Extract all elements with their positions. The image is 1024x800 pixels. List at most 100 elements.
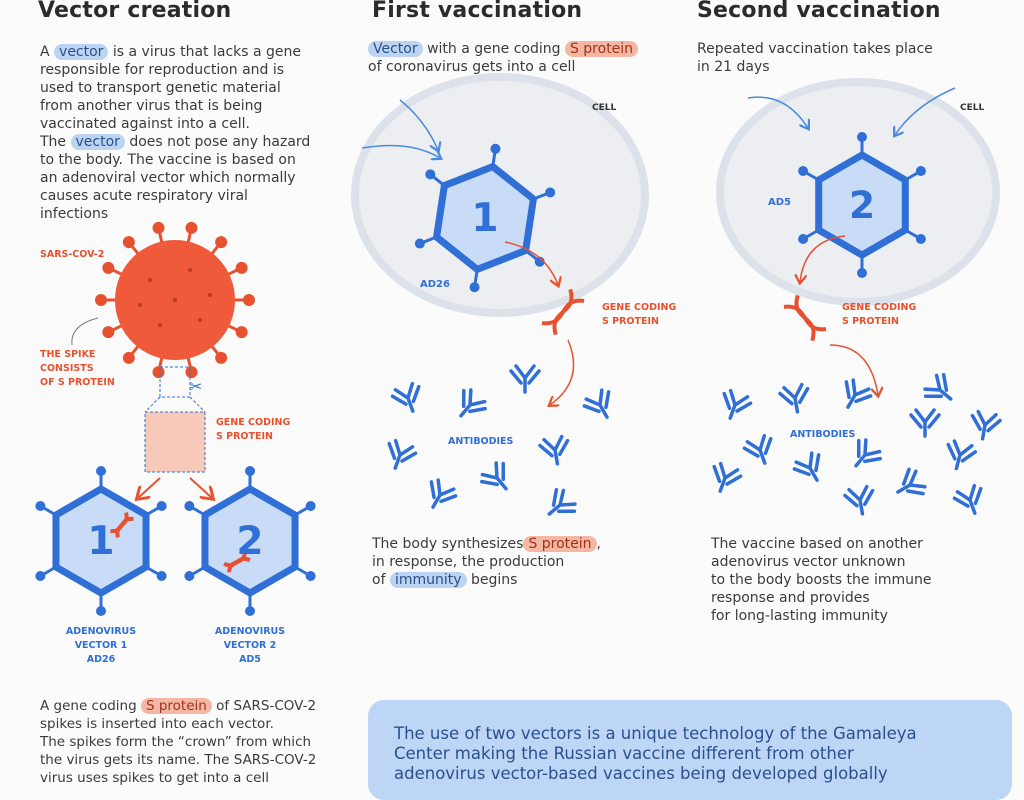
text: The: [40, 134, 67, 150]
spike-tip: [184, 501, 195, 511]
text: A gene coding: [40, 698, 137, 714]
text: The spikes form the “crown” from which: [40, 734, 312, 750]
dna-strand: [223, 556, 251, 568]
highlight-vector: vector: [70, 134, 125, 150]
vector-intro-text: A vector is a virus that lacks a gene re…: [40, 43, 310, 223]
pointer-line: [71, 317, 99, 346]
dna-strand: [110, 517, 134, 533]
dot: [173, 298, 177, 302]
antibody-icon: [459, 388, 487, 418]
antibody-icon: [792, 451, 821, 482]
text: The vaccine based on another: [711, 536, 923, 552]
antibody-icon: [844, 378, 873, 409]
spike-tip: [215, 236, 228, 249]
arrow: [138, 477, 161, 498]
scissors-icon: ✂: [189, 377, 202, 396]
spike-tip: [243, 294, 255, 306]
antibody-icon: [778, 382, 810, 414]
spike-tip: [469, 282, 480, 293]
vector2-label: VECTOR 2: [224, 640, 277, 651]
adenovirus-vector-icon: [414, 143, 556, 293]
text: causes acute respiratory viral: [40, 188, 248, 204]
dna-icon: [110, 511, 134, 539]
highlight-s-protein: S protein: [523, 536, 597, 552]
arrow: [829, 344, 878, 395]
dna-strand: [794, 294, 816, 342]
cell-label-first: CELL: [592, 103, 616, 113]
text: for long-lasting immunity: [711, 608, 888, 624]
text: of SARS-COV-2: [216, 698, 317, 714]
second-outro-text: The vaccine based on another adenovirus …: [711, 535, 932, 625]
dna-icon: [541, 288, 585, 336]
vector1-label: VECTOR 1: [75, 640, 128, 651]
vector-number: 1: [471, 196, 498, 241]
hexagon: [52, 485, 150, 597]
antibody-icon: [429, 478, 458, 509]
dot: [148, 278, 152, 282]
dot: [198, 318, 202, 322]
antibody-shape: [778, 382, 810, 414]
spike-tip: [857, 268, 867, 278]
dna-icon: [783, 294, 827, 342]
gene-label: S PROTEIN: [842, 316, 899, 327]
gene-label: S PROTEIN: [216, 431, 273, 442]
arrow: [550, 339, 575, 405]
text: Center making the Russian vaccine differ…: [394, 744, 854, 763]
antibody-shape: [459, 388, 487, 418]
text: of coronavirus gets into a cell: [368, 59, 576, 75]
spike-tip: [185, 366, 198, 379]
vector-number: 2: [849, 183, 875, 227]
banner: The use of two vectors is a unique techn…: [368, 700, 1012, 800]
gene-label: GENE CODING: [216, 417, 290, 428]
antibody-shape: [946, 439, 978, 471]
text: does not pose any hazard: [129, 134, 311, 150]
text: Repeated vaccination takes place: [697, 41, 933, 57]
spike-tip: [122, 236, 135, 249]
text: is a virus that lacks a gene: [112, 44, 302, 60]
text: of: [372, 572, 386, 588]
dot: [208, 293, 212, 297]
spike-tip: [152, 221, 165, 234]
text: response and provides: [711, 590, 870, 606]
antibody-icon: [854, 438, 882, 468]
virus-label: SARS-COV-2: [40, 249, 104, 260]
spike-tip: [156, 571, 167, 581]
first-intro-text: Vector with a gene coding S protein of c…: [368, 40, 639, 76]
spike-tip: [245, 466, 255, 476]
text: begins: [470, 572, 518, 588]
banner-text: The use of two vectors is a unique techn…: [394, 724, 917, 784]
antibody-shape: [582, 388, 611, 419]
text: to the body. The vaccine is based on: [40, 152, 296, 168]
vector-outro-text: A gene coding S protein of SARS-COV-2 sp…: [40, 697, 316, 787]
second-intro-text: Repeated vaccination takes place in 21 d…: [697, 40, 933, 76]
antibody-shape: [844, 378, 873, 409]
antibody-icon: [896, 467, 927, 496]
text: with a gene coding: [427, 41, 561, 57]
text: virus uses spikes to get into a cell: [40, 770, 269, 786]
vector-number: 1: [87, 519, 114, 564]
antibody-shape: [712, 461, 743, 493]
text: the virus gets its name. The SARS-COV-2: [40, 752, 317, 768]
text: used to transport genetic material: [40, 80, 281, 96]
spike-tip: [857, 132, 867, 142]
spike-tip: [305, 571, 316, 581]
highlight-immunity: immunity: [389, 572, 467, 588]
spike-label: THE SPIKE: [40, 349, 95, 360]
spike-cut-box: [159, 366, 191, 398]
title-vector-creation: Vector creation: [38, 0, 232, 23]
text: adenovirus vector-based vaccines being d…: [394, 764, 888, 783]
text: infections: [40, 206, 109, 222]
arrow: [504, 241, 558, 285]
ad5-label: AD5: [768, 197, 791, 208]
spike-tip: [95, 294, 107, 306]
antibody-icon: [946, 439, 978, 471]
antibody-shape: [742, 433, 773, 465]
spike-tip: [215, 351, 228, 364]
spike-label: CONSISTS: [40, 363, 94, 374]
arrow: [800, 235, 846, 282]
cell-label-second: CELL: [960, 103, 984, 113]
spike-tip: [96, 466, 106, 476]
antibody-icon: [843, 484, 875, 516]
spike-tip: [305, 501, 316, 511]
